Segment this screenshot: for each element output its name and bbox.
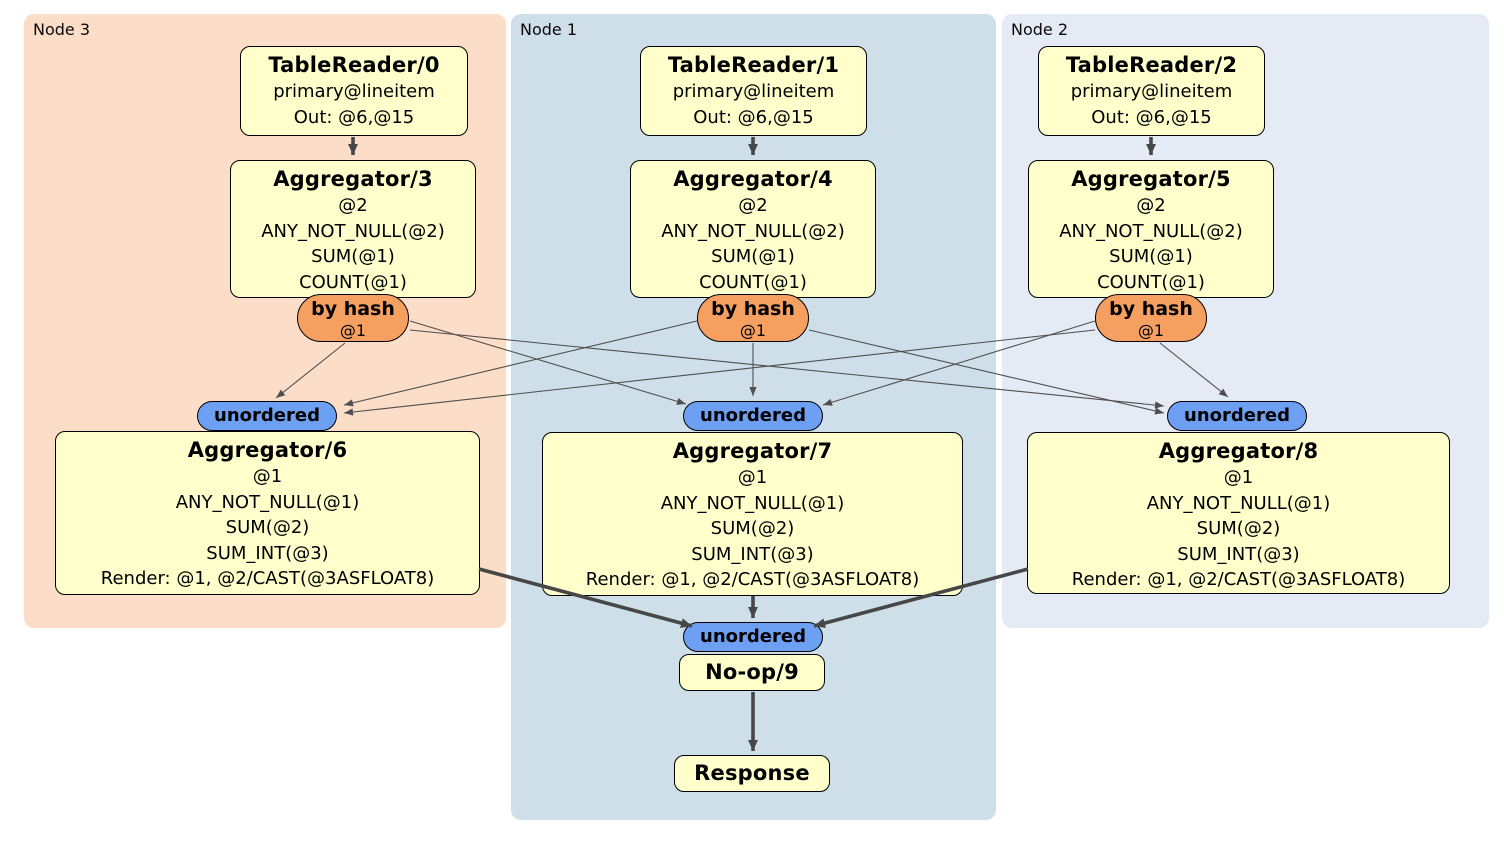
processor-detail: SUM(@2)	[710, 518, 795, 539]
processor-detail: ANY_NOT_NULL(@1)	[175, 491, 360, 513]
processor-detail: ANY_NOT_NULL(@2)	[261, 220, 445, 242]
sync-unordered-node1: unordered	[683, 401, 823, 431]
processor-detail: SUM(@1)	[311, 246, 395, 267]
sync-unordered-node3: unordered	[197, 401, 337, 431]
processor-detail: ANY_NOT_NULL(@2)	[1059, 220, 1243, 242]
processor-detail: @2	[738, 195, 768, 216]
processor-detail: @1	[737, 467, 768, 488]
processor-title: TableReader/1	[667, 53, 840, 77]
processor-aggregator-4: Aggregator/4 @2 ANY_NOT_NULL(@2) SUM(@1)…	[630, 160, 876, 298]
processor-detail: SUM_INT(@3)	[1177, 543, 1300, 565]
processor-tablereader-1: TableReader/1 primary@lineitem Out: @6,@…	[640, 46, 867, 136]
processor-detail: primary@lineitem	[1070, 81, 1233, 102]
processor-detail: ANY_NOT_NULL(@1)	[1146, 492, 1331, 514]
router-by-hash-node3: by hash @1	[297, 294, 409, 342]
processor-detail: Out: @6,@15	[693, 106, 814, 128]
processor-response: Response	[674, 755, 830, 792]
processor-title: Aggregator/3	[273, 167, 433, 191]
processor-detail: COUNT(@1)	[1097, 271, 1205, 293]
processor-detail: COUNT(@1)	[299, 271, 407, 293]
sync-unordered-node2: unordered	[1167, 401, 1307, 431]
processor-noop-9: No-op/9	[679, 654, 825, 691]
processor-detail: COUNT(@1)	[699, 271, 807, 293]
processor-title: Response	[694, 761, 810, 785]
router-detail: @1	[339, 321, 367, 340]
region-label-node-1: Node 1	[520, 20, 578, 39]
router-label: by hash	[711, 298, 795, 320]
processor-detail: primary@lineitem	[273, 81, 435, 102]
processor-detail: Out: @6,@15	[293, 106, 415, 128]
processor-title: No-op/9	[705, 660, 799, 684]
router-by-hash-node2: by hash @1	[1095, 294, 1207, 342]
processor-tablereader-0: TableReader/0 primary@lineitem Out: @6,@…	[240, 46, 468, 136]
processor-detail: SUM(@2)	[1196, 518, 1281, 539]
router-detail: @1	[1137, 321, 1165, 340]
processor-detail: ANY_NOT_NULL(@1)	[660, 492, 845, 514]
processor-aggregator-8: Aggregator/8 @1 ANY_NOT_NULL(@1) SUM(@2)…	[1027, 432, 1450, 594]
processor-title: Aggregator/5	[1071, 167, 1231, 191]
router-detail: @1	[739, 321, 767, 340]
sync-unordered-final: unordered	[683, 622, 823, 652]
processor-detail: @1	[1223, 467, 1254, 488]
processor-tablereader-2: TableReader/2 primary@lineitem Out: @6,@…	[1038, 46, 1265, 136]
processor-detail: Render: @1, @2/CAST(@3ASFLOAT8)	[1071, 569, 1406, 590]
processor-detail: SUM_INT(@3)	[691, 543, 814, 565]
processor-title: Aggregator/6	[187, 438, 348, 462]
processor-title: TableReader/2	[1065, 53, 1238, 77]
processor-detail: primary@lineitem	[672, 81, 835, 102]
processor-detail: Render: @1, @2/CAST(@3ASFLOAT8)	[100, 568, 435, 589]
processor-detail: SUM(@1)	[1109, 246, 1193, 267]
region-label-node-3: Node 3	[33, 20, 91, 39]
processor-detail: ANY_NOT_NULL(@2)	[661, 220, 845, 242]
router-label: by hash	[311, 298, 395, 320]
processor-title: Aggregator/8	[1158, 439, 1319, 463]
processor-detail: @1	[252, 466, 283, 487]
processor-title: Aggregator/7	[672, 439, 833, 463]
processor-detail: Render: @1, @2/CAST(@3ASFLOAT8)	[585, 569, 920, 590]
processor-detail: @2	[338, 195, 368, 216]
processor-aggregator-6: Aggregator/6 @1 ANY_NOT_NULL(@1) SUM(@2)…	[55, 431, 480, 595]
router-label: by hash	[1109, 298, 1193, 320]
processor-aggregator-5: Aggregator/5 @2 ANY_NOT_NULL(@2) SUM(@1)…	[1028, 160, 1274, 298]
processor-title: TableReader/0	[268, 53, 440, 77]
processor-detail: SUM_INT(@3)	[206, 542, 329, 564]
processor-aggregator-3: Aggregator/3 @2 ANY_NOT_NULL(@2) SUM(@1)…	[230, 160, 476, 298]
processor-detail: SUM(@2)	[225, 517, 310, 538]
processor-detail: @2	[1136, 195, 1166, 216]
router-by-hash-node1: by hash @1	[697, 294, 809, 342]
region-label-node-2: Node 2	[1011, 20, 1069, 39]
processor-title: Aggregator/4	[673, 167, 833, 191]
processor-aggregator-7: Aggregator/7 @1 ANY_NOT_NULL(@1) SUM(@2)…	[542, 432, 963, 596]
processor-detail: SUM(@1)	[711, 246, 795, 267]
processor-detail: Out: @6,@15	[1091, 106, 1212, 128]
